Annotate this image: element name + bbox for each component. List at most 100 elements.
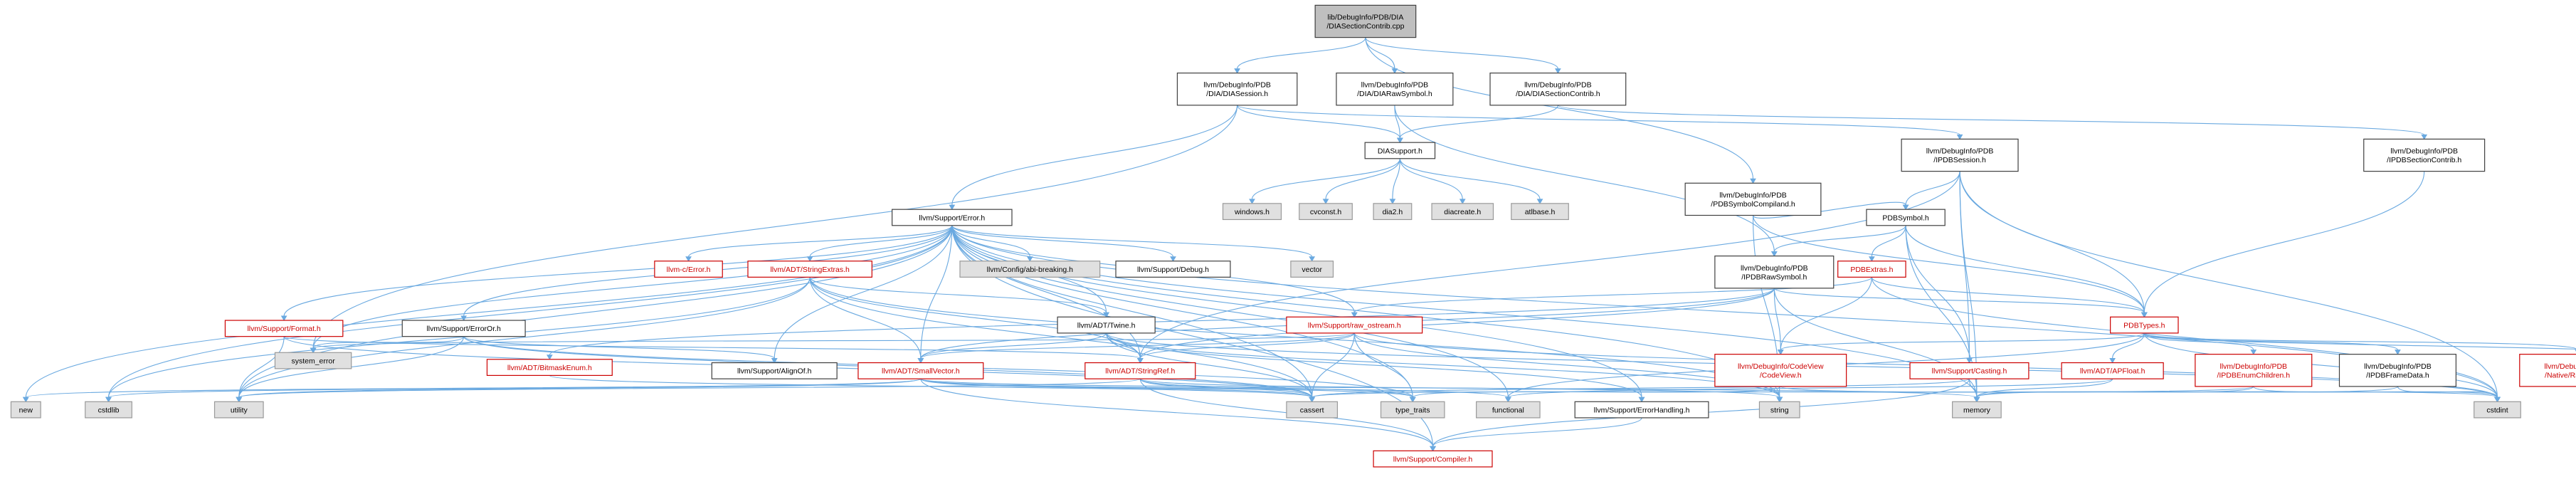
header-node-errorhandling[interactable]: llvm/Support/ErrorHandling.h: [1574, 401, 1709, 419]
dependency-edge-diasectioncontrib-to-diasupport: [1396, 105, 1558, 144]
dependency-edge-pdbtypes-to-apfloat: [2109, 332, 2145, 364]
node-label-line: llvm/Support/Compiler.h: [1393, 455, 1473, 463]
node-label-line: llvm/DebugInfo/PDB: [2220, 362, 2288, 371]
dependency-edge-diarawsymbol-to-diasupport: [1394, 105, 1403, 144]
header-node-rawtypes[interactable]: llvm/DebugInfo/PDB/Native/RawTypes.h: [2519, 354, 2576, 387]
dependency-edge-diasupport-to-dia2: [1389, 158, 1400, 204]
node-label-line: windows.h: [1234, 208, 1269, 216]
header-node-pdbsymbolcompiland[interactable]: llvm/DebugInfo/PDB/PDBSymbolCompiland.h: [1684, 182, 1822, 216]
node-label-line: llvm-c/Error.h: [667, 266, 711, 274]
dependency-edge-diarawsymbol-to-ipdbrawsymbol: [1394, 105, 1778, 257]
header-node-erroror[interactable]: llvm/Support/ErrorOr.h: [401, 320, 526, 337]
dependency-edge-stringref-to-string: [1139, 378, 1783, 403]
header-node-ipdbsession[interactable]: llvm/DebugInfo/PDB/IPDBSession.h: [1901, 138, 2019, 172]
node-label-line: cassert: [1300, 406, 1324, 414]
dependency-edge-diasupport-to-cvconst: [1322, 158, 1400, 204]
header-node-pdbsymbol[interactable]: PDBSymbol.h: [1866, 209, 1946, 226]
header-node-compiler[interactable]: llvm/Support/Compiler.h: [1373, 450, 1493, 468]
header-node-abibreaking: llvm/Config/abi-breaking.h: [959, 261, 1101, 278]
header-node-diacreate: diacreate.h: [1431, 203, 1494, 221]
node-label-line: llvm/DebugInfo/CodeView: [1738, 362, 1824, 371]
node-label-line: llvm/DebugInfo/PDB: [1741, 264, 1808, 273]
header-node-stringextras[interactable]: llvm/ADT/StringExtras.h: [747, 261, 872, 278]
header-node-debug[interactable]: llvm/Support/Debug.h: [1115, 261, 1231, 278]
header-node-codeview[interactable]: llvm/DebugInfo/CodeView/CodeView.h: [1714, 354, 1847, 387]
header-node-ipdbrawsymbol[interactable]: llvm/DebugInfo/PDB/IPDBRawSymbol.h: [1714, 256, 1835, 289]
node-label-line: llvm/DebugInfo/PDB: [1203, 81, 1271, 90]
header-node-systemerror: system_error: [274, 352, 352, 369]
header-node-error[interactable]: llvm/Support/Error.h: [892, 209, 1013, 226]
node-label-line: /IPDBSectionContrib.h: [2387, 156, 2461, 164]
header-node-diarawsymbol[interactable]: llvm/DebugInfo/PDB/DIA/DIARawSymbol.h: [1336, 72, 1454, 106]
dependency-edge-error-to-llvmcerror: [685, 225, 953, 262]
node-label-line: llvm/DebugInfo/PDB: [2364, 362, 2432, 371]
dependency-edge-smallvector-to-new: [22, 378, 922, 403]
header-node-ipdbframedata[interactable]: llvm/DebugInfo/PDB/IPDBFrameData.h: [2338, 354, 2456, 387]
header-node-apfloat[interactable]: llvm/ADT/APFloat.h: [2061, 362, 2164, 379]
header-node-vector: vector: [1290, 261, 1334, 278]
dependency-edge-ipdbsession-to-pdbtypes: [1959, 171, 2148, 318]
node-label-line: memory: [1963, 406, 1991, 414]
node-label-line: llvm/ADT/Twine.h: [1077, 321, 1136, 330]
header-node-ipdbenumchildren[interactable]: llvm/DebugInfo/PDB/IPDBEnumChildren.h: [2195, 354, 2313, 387]
header-node-pdbtypes[interactable]: PDBTypes.h: [2110, 316, 2179, 334]
node-label-line: /DIA/DIARawSymbol.h: [1357, 90, 1432, 98]
header-node-diasupport[interactable]: DIASupport.h: [1364, 142, 1436, 159]
node-label-line: diacreate.h: [1444, 208, 1481, 216]
node-label-line: string: [1770, 406, 1789, 414]
dependency-edge-rawostream-to-smallvector: [917, 332, 1355, 364]
dependency-edge-root-to-diarawsymbol: [1365, 37, 1398, 74]
header-node-windows: windows.h: [1222, 203, 1282, 221]
header-node-pdbextras[interactable]: PDBExtras.h: [1837, 261, 1906, 278]
header-node-ipdbsectioncontrib[interactable]: llvm/DebugInfo/PDB/IPDBSectionContrib.h: [2363, 138, 2486, 172]
header-node-new: new: [10, 401, 41, 419]
node-label-line: /DIA/DIASectionContrib.h: [1516, 90, 1600, 98]
dependency-edge-ipdbsession-to-stringref: [1136, 171, 1960, 364]
header-node-diasession[interactable]: llvm/DebugInfo/PDB/DIA/DIASession.h: [1176, 72, 1298, 106]
dependency-edge-pdbextras-to-rawostream: [1351, 276, 1872, 318]
header-node-rawostream[interactable]: llvm/Support/raw_ostream.h: [1286, 316, 1423, 334]
node-label-line: cstdlib: [98, 406, 120, 414]
dependency-edge-diasupport-to-windows: [1249, 158, 1400, 204]
header-node-cvconst: cvconst.h: [1299, 203, 1353, 221]
header-node-llvmcerror[interactable]: llvm-c/Error.h: [654, 261, 723, 278]
node-label-line: llvm/ADT/BitmaskEnum.h: [507, 364, 592, 372]
node-label-line: lib/DebugInfo/PDB/DIA: [1328, 14, 1404, 22]
node-label-line: PDBSymbol.h: [1882, 214, 1929, 222]
header-node-casting[interactable]: llvm/Support/Casting.h: [1909, 362, 2029, 379]
dependency-edge-ipdbframedata-to-memory: [1973, 386, 2398, 403]
node-label-line: llvm/DebugInfo/PDB: [1926, 147, 1994, 156]
header-node-typetraits: type_traits: [1380, 401, 1445, 419]
node-label-line: llvm/DebugInfo/PDB: [1524, 81, 1592, 90]
node-label-line: /IPDBFrameData.h: [2366, 371, 2429, 379]
node-label-line: /CodeView.h: [1760, 371, 1802, 379]
header-node-format[interactable]: llvm/Support/Format.h: [224, 320, 344, 337]
dependency-edge-diasession-to-systemerror: [310, 105, 1238, 354]
dependency-edge-pdbsymbol-to-pdbextras: [1869, 225, 1906, 262]
node-layer: lib/DebugInfo/PDB/DIA/DIASectionContrib.…: [10, 4, 2576, 468]
dependency-edge-root-to-diasectioncontrib: [1365, 37, 1561, 74]
node-label-line: llvm/DebugInfo/PDB: [2390, 147, 2458, 156]
node-label-line: /PDBSymbolCompiland.h: [1711, 200, 1795, 209]
header-node-smallvector[interactable]: llvm/ADT/SmallVector.h: [857, 362, 984, 379]
node-label-line: llvm/Support/Casting.h: [1932, 367, 2007, 376]
header-node-stringref[interactable]: llvm/ADT/StringRef.h: [1084, 362, 1196, 379]
node-label-line: llvm/ADT/SmallVector.h: [882, 367, 960, 376]
dependency-edge-ipdbframedata-to-cstdint: [2397, 386, 2501, 403]
dependency-edge-errorhandling-to-compiler: [1430, 417, 1642, 452]
header-node-twine[interactable]: llvm/ADT/Twine.h: [1057, 316, 1156, 334]
header-node-string: string: [1758, 401, 1800, 419]
edge-layer: [22, 37, 2576, 452]
header-node-dia2: dia2.h: [1373, 203, 1413, 221]
header-node-bitmaskenum[interactable]: llvm/ADT/BitmaskEnum.h: [486, 359, 613, 377]
dependency-edge-ipdbenumchildren-to-memory: [1973, 386, 2254, 403]
dependency-edge-error-to-errorhandling: [951, 225, 1645, 403]
header-node-alignof[interactable]: llvm/Support/AlignOf.h: [711, 362, 838, 379]
header-node-diasectioncontrib[interactable]: llvm/DebugInfo/PDB/DIA/DIASectionContrib…: [1489, 72, 1627, 106]
dependency-edge-rawostream-to-stringref: [1136, 332, 1355, 364]
dependency-edge-stringref-to-utility: [236, 378, 1141, 403]
node-label-line: /IPDBRawSymbol.h: [1741, 273, 1807, 281]
header-node-root[interactable]: lib/DebugInfo/PDB/DIA/DIASectionContrib.…: [1314, 4, 1417, 38]
dependency-edge-error-to-format: [280, 225, 953, 322]
